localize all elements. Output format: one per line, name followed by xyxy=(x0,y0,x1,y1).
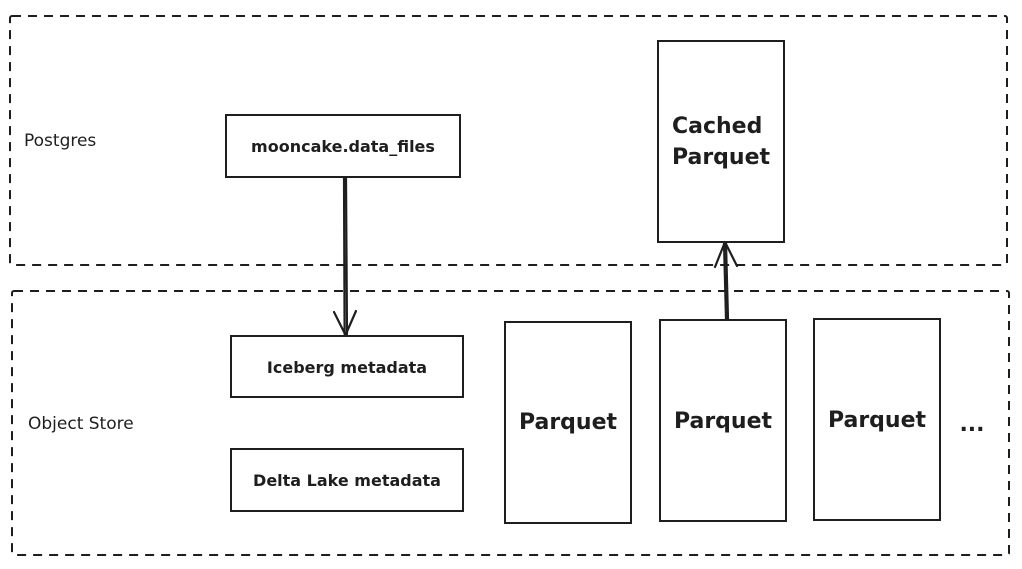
cached-parquet-label: Cached Parquet xyxy=(672,114,771,170)
object-store-region: Object Store xyxy=(11,290,1010,556)
cached-parquet-label-line-2: Parquet xyxy=(672,145,771,170)
parquet-file-box: Parquet xyxy=(504,321,632,524)
data-files-to-iceberg-arrow xyxy=(332,176,358,337)
parquet-file-label: Parquet xyxy=(828,408,927,433)
delta-lake-metadata-box: Delta Lake metadata xyxy=(230,448,464,512)
iceberg-metadata-label: Iceberg metadata xyxy=(267,358,427,377)
parquet-file-label: Parquet xyxy=(519,410,618,435)
data-files-table-box: mooncake.data_files xyxy=(225,114,461,178)
cached-parquet-box: Cached Parquet xyxy=(657,40,785,243)
object-store-region-label: Object Store xyxy=(28,414,134,434)
postgres-region: Postgres xyxy=(9,15,1008,266)
parquet-file-label: Parquet xyxy=(674,409,773,434)
more-files-indicator: ... xyxy=(959,412,984,437)
postgres-region-label: Postgres xyxy=(24,131,96,151)
cached-parquet-label-line-1: Cached xyxy=(672,114,762,139)
data-files-table-label: mooncake.data_files xyxy=(251,137,435,156)
parquet-to-cache-arrow xyxy=(713,240,739,321)
delta-lake-metadata-label: Delta Lake metadata xyxy=(253,471,441,490)
iceberg-metadata-box: Iceberg metadata xyxy=(230,335,464,398)
parquet-file-box: Parquet xyxy=(813,318,941,521)
parquet-file-box: Parquet xyxy=(659,319,787,522)
